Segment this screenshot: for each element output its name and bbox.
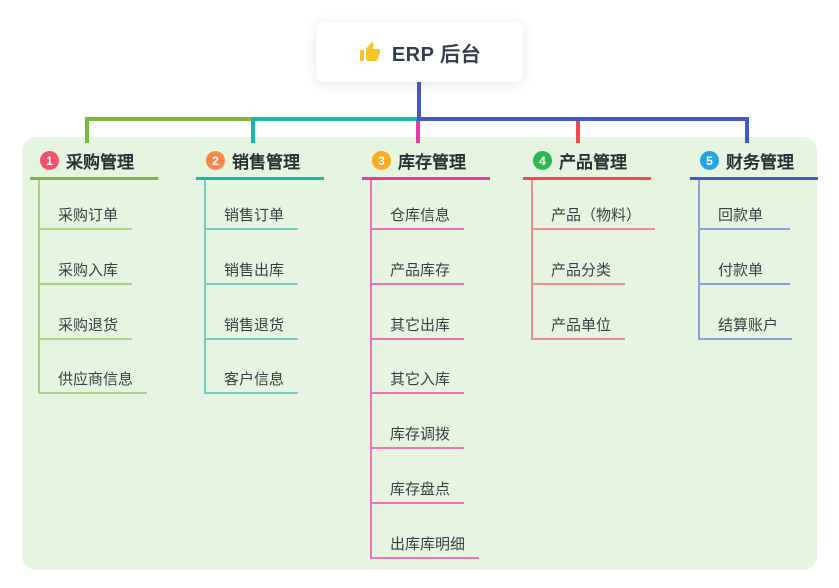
branch-children-connector xyxy=(204,180,206,395)
child-node[interactable]: 结算账户 xyxy=(698,314,793,340)
connector-line xyxy=(576,121,580,143)
child-node[interactable]: 产品（物料） xyxy=(531,204,656,230)
child-node[interactable]: 销售退货 xyxy=(204,314,299,340)
branches-group-background xyxy=(22,137,817,570)
connector-line xyxy=(251,117,255,143)
branch-children-connector xyxy=(698,180,700,340)
connector-line xyxy=(417,117,749,121)
connector-line xyxy=(416,121,420,143)
connector-line xyxy=(253,117,417,121)
branch-node[interactable]: 3 库存管理 xyxy=(362,146,490,180)
child-node[interactable]: 其它出库 xyxy=(370,314,465,340)
root-node-label: ERP 后台 xyxy=(391,43,482,66)
child-node[interactable]: 产品分类 xyxy=(531,259,626,285)
child-node[interactable]: 销售订单 xyxy=(204,204,299,230)
branch-node[interactable]: 2 销售管理 xyxy=(196,146,324,180)
child-node[interactable]: 供应商信息 xyxy=(38,368,148,394)
connector-line xyxy=(417,82,421,121)
child-node[interactable]: 回款单 xyxy=(698,204,790,230)
branch-children-connector xyxy=(370,180,372,559)
child-node[interactable]: 产品单位 xyxy=(531,314,626,340)
branch-node-label: 产品管理 xyxy=(559,153,627,172)
branch-number-badge: 4 xyxy=(533,151,552,170)
child-node[interactable]: 客户信息 xyxy=(204,368,299,394)
branch-children-connector xyxy=(531,180,533,340)
branch-children-connector xyxy=(38,180,40,395)
branch-node[interactable]: 5 财务管理 xyxy=(690,146,818,180)
child-node[interactable]: 库存盘点 xyxy=(370,478,465,504)
branch-node-label: 销售管理 xyxy=(232,153,300,172)
branch-node-label: 库存管理 xyxy=(398,153,466,172)
child-node[interactable]: 销售出库 xyxy=(204,259,299,285)
connector-line xyxy=(87,117,253,121)
child-node[interactable]: 付款单 xyxy=(698,259,790,285)
branch-number-badge: 1 xyxy=(40,151,59,170)
branch-node-label: 采购管理 xyxy=(66,153,134,172)
connector-line xyxy=(85,117,89,143)
branch-number-badge: 5 xyxy=(700,151,719,170)
child-node[interactable]: 采购退货 xyxy=(38,314,133,340)
thumbs-up-icon xyxy=(358,40,382,64)
child-node[interactable]: 采购订单 xyxy=(38,204,133,230)
root-node[interactable]: ERP 后台 xyxy=(316,22,523,82)
child-node[interactable]: 采购入库 xyxy=(38,259,133,285)
child-node[interactable]: 库存调拨 xyxy=(370,423,465,449)
connector-line xyxy=(745,117,749,143)
branch-node-label: 财务管理 xyxy=(726,153,794,172)
child-node[interactable]: 仓库信息 xyxy=(370,204,465,230)
child-node[interactable]: 其它入库 xyxy=(370,368,465,394)
branch-number-badge: 3 xyxy=(372,151,391,170)
branch-node[interactable]: 4 产品管理 xyxy=(523,146,651,180)
branch-node[interactable]: 1 采购管理 xyxy=(30,146,158,180)
child-node[interactable]: 产品库存 xyxy=(370,259,465,285)
child-node[interactable]: 出库库明细 xyxy=(370,533,480,559)
branch-number-badge: 2 xyxy=(206,151,225,170)
